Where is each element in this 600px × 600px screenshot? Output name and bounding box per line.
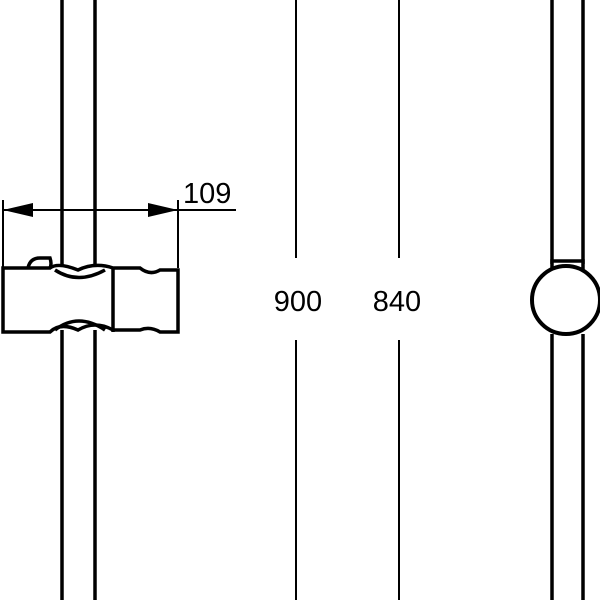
arrow-right-icon — [148, 203, 178, 217]
arrow-left-icon — [3, 203, 33, 217]
dimension-label-109: 109 — [183, 178, 231, 210]
dimension-label-840: 840 — [373, 286, 421, 318]
dimension-109 — [2, 200, 236, 268]
left-rail — [60, 0, 97, 600]
slider-clamp — [1, 256, 180, 334]
dimension-label-900: 900 — [274, 286, 322, 318]
right-rail — [530, 0, 600, 600]
